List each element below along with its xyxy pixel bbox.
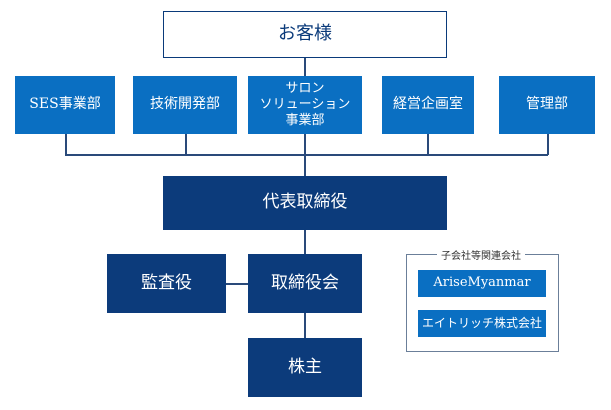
- connector-div1-down: [65, 134, 67, 155]
- connector-div4-down: [427, 134, 429, 155]
- division-administration: 管理部: [499, 76, 595, 134]
- connector-customer-division: [304, 58, 306, 76]
- board-box: 取締役会: [248, 254, 362, 313]
- connector-ceo-board: [304, 230, 306, 254]
- connector-div2-down: [185, 134, 187, 155]
- connector-auditor-board: [226, 283, 248, 285]
- group-companies-label: 子会社等関連会社: [437, 247, 525, 262]
- company-arise-myanmar: AriseMyanmar: [418, 270, 546, 297]
- group-companies-frame: [406, 254, 559, 352]
- connector-board-shareholders: [304, 313, 306, 338]
- ceo-box: 代表取締役: [163, 176, 447, 230]
- connector-div3-down: [304, 134, 306, 176]
- auditor-box: 監査役: [107, 254, 226, 313]
- connector-div5-down: [547, 134, 549, 155]
- division-management-planning: 経営企画室: [382, 76, 474, 134]
- division-tech-dev: 技術開発部: [133, 76, 237, 134]
- division-ses: SES事業部: [15, 76, 115, 134]
- connector-divisions-bus: [65, 154, 548, 156]
- customer-box: お客様: [163, 11, 447, 58]
- shareholders-box: 株主: [248, 338, 362, 397]
- company-eight-rich: エイトリッチ株式会社: [418, 310, 546, 337]
- division-salon-solution: サロン ソリューション 事業部: [248, 76, 362, 134]
